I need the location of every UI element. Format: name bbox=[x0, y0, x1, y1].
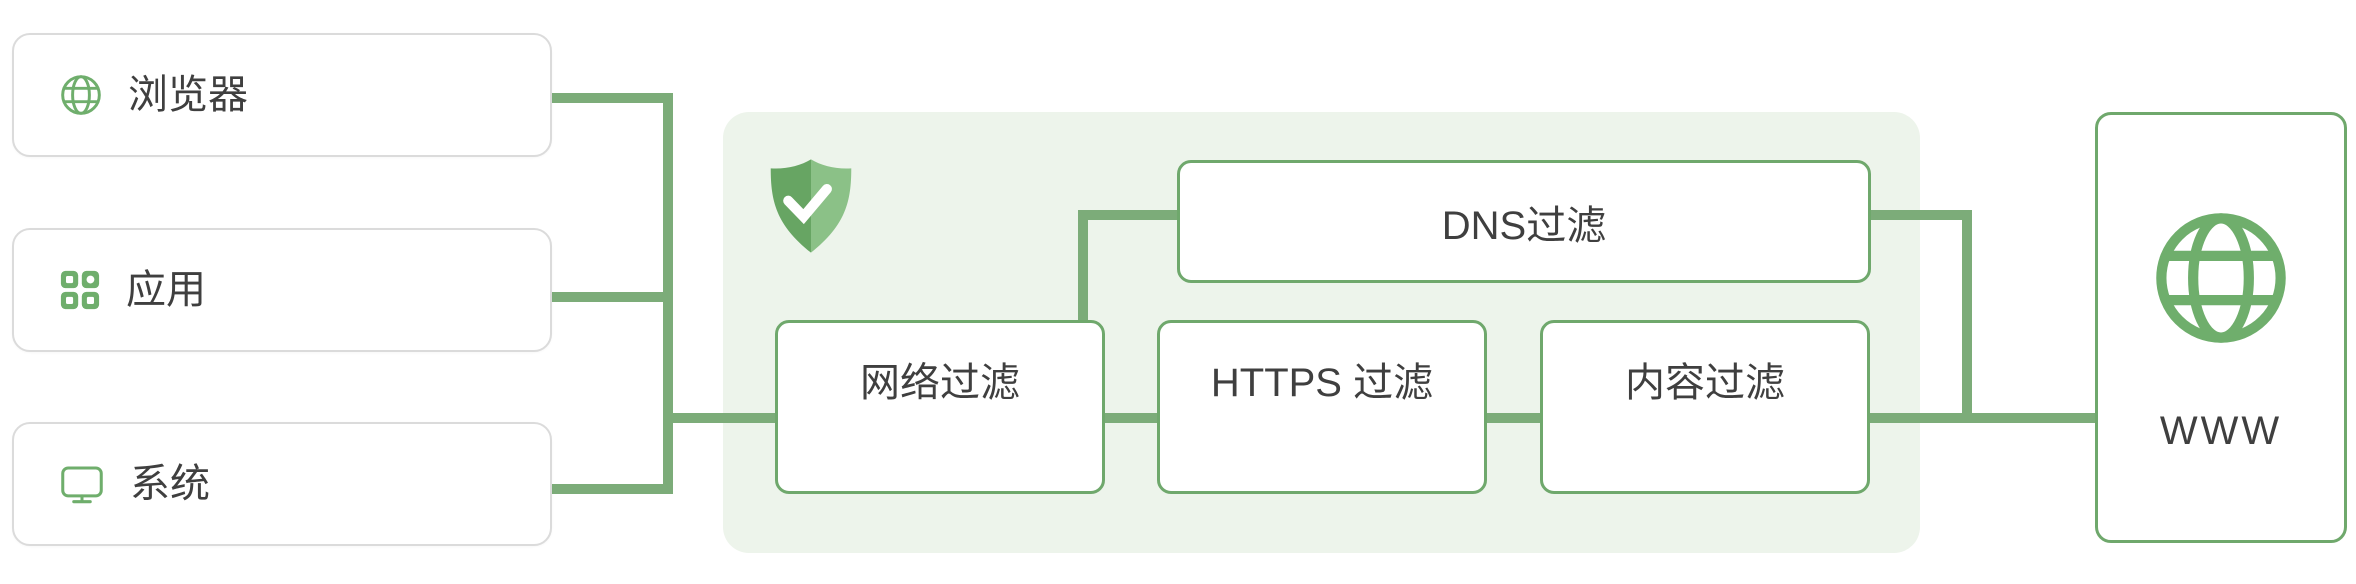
destination-box-www: WWW bbox=[2095, 112, 2347, 543]
filter-label-network: 网络过滤 bbox=[860, 361, 1020, 405]
filter-box-content: 内容过滤 bbox=[1540, 320, 1870, 494]
source-label-system: 系统 bbox=[130, 462, 210, 506]
source-box-system: 系统 bbox=[12, 422, 552, 546]
source-label-apps: 应用 bbox=[126, 268, 206, 312]
monitor-icon bbox=[61, 466, 103, 504]
globe-icon bbox=[61, 75, 101, 115]
source-label-browser: 浏览器 bbox=[128, 73, 248, 117]
connector-system-to-trunk bbox=[552, 484, 673, 494]
www-globe-icon bbox=[2156, 213, 2286, 343]
connector-apps-to-trunk bbox=[552, 292, 673, 302]
shield-check-icon bbox=[770, 159, 852, 253]
source-box-apps: 应用 bbox=[12, 228, 552, 352]
connector-dns-left-horizontal bbox=[1078, 210, 1177, 220]
filter-label-dns: DNS过滤 bbox=[1441, 203, 1607, 248]
destination-label-www: WWW bbox=[2159, 409, 2283, 453]
filter-label-https: HTTPS 过滤 bbox=[1210, 361, 1434, 405]
connector-browser-to-trunk bbox=[552, 93, 673, 103]
filter-box-https: HTTPS 过滤 bbox=[1157, 320, 1487, 494]
connector-trunk-vertical bbox=[663, 93, 673, 494]
connector-dns-right-horizontal bbox=[1871, 210, 1972, 220]
connector-dns-right-vertical bbox=[1962, 210, 1972, 423]
filter-box-network: 网络过滤 bbox=[775, 320, 1105, 494]
filter-box-dns: DNS过滤 bbox=[1177, 160, 1871, 283]
source-box-browser: 浏览器 bbox=[12, 33, 552, 157]
apps-grid-icon bbox=[60, 270, 100, 310]
connector-dns-left-vertical bbox=[1078, 210, 1088, 320]
filter-label-content: 内容过滤 bbox=[1625, 361, 1785, 405]
